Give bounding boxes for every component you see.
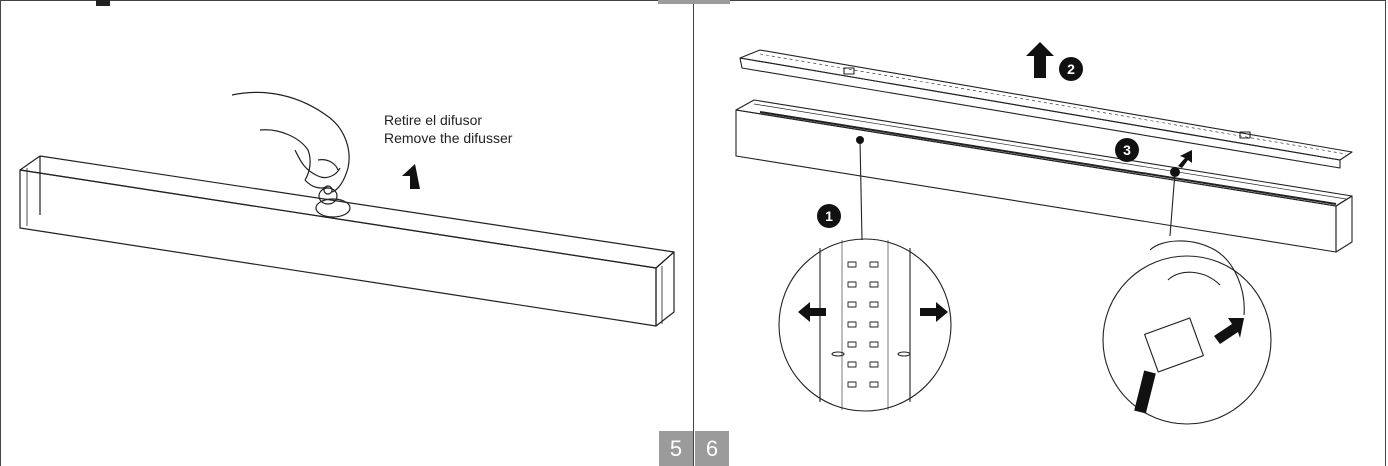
arrow-left-icon — [798, 302, 826, 322]
step-2-number: 2 — [1067, 61, 1075, 77]
step-1-number: 1 — [825, 208, 833, 224]
diffuser-icon — [739, 49, 1353, 169]
lamp-body-icon — [19, 155, 675, 327]
arrow-connector-icon — [1214, 318, 1244, 344]
left-illustration — [19, 91, 675, 327]
page-divider — [693, 0, 694, 466]
top-tab-mark-center — [658, 0, 730, 4]
up-arrow-icon — [402, 164, 420, 189]
top-tab-mark-left — [96, 0, 110, 6]
page-number-right: 6 — [695, 431, 729, 466]
lamp-body-icon-right — [735, 99, 1353, 253]
page-number-left: 5 — [659, 431, 693, 466]
instruction-caption: Retire el difusor Remove the difusser — [384, 111, 512, 147]
step-badge-1: 1 — [817, 204, 841, 228]
suction-cup-icon — [315, 185, 351, 218]
instruction-spanish: Retire el difusor — [384, 112, 483, 128]
up-arrow-large-icon — [1026, 42, 1054, 78]
step-badge-2: 2 — [1059, 57, 1083, 81]
connector-dot — [1170, 167, 1180, 177]
arrow-small-icon — [1178, 150, 1192, 168]
connector-icon — [1102, 240, 1272, 425]
arrow-right-icon — [920, 302, 948, 322]
instruction-english: Remove the difusser — [384, 130, 513, 146]
step-3-number: 3 — [1123, 142, 1131, 158]
step-badge-3: 3 — [1115, 138, 1139, 162]
hand-icon — [231, 91, 350, 193]
clip-dot — [856, 136, 864, 144]
clip-detail-zoom — [778, 238, 952, 412]
